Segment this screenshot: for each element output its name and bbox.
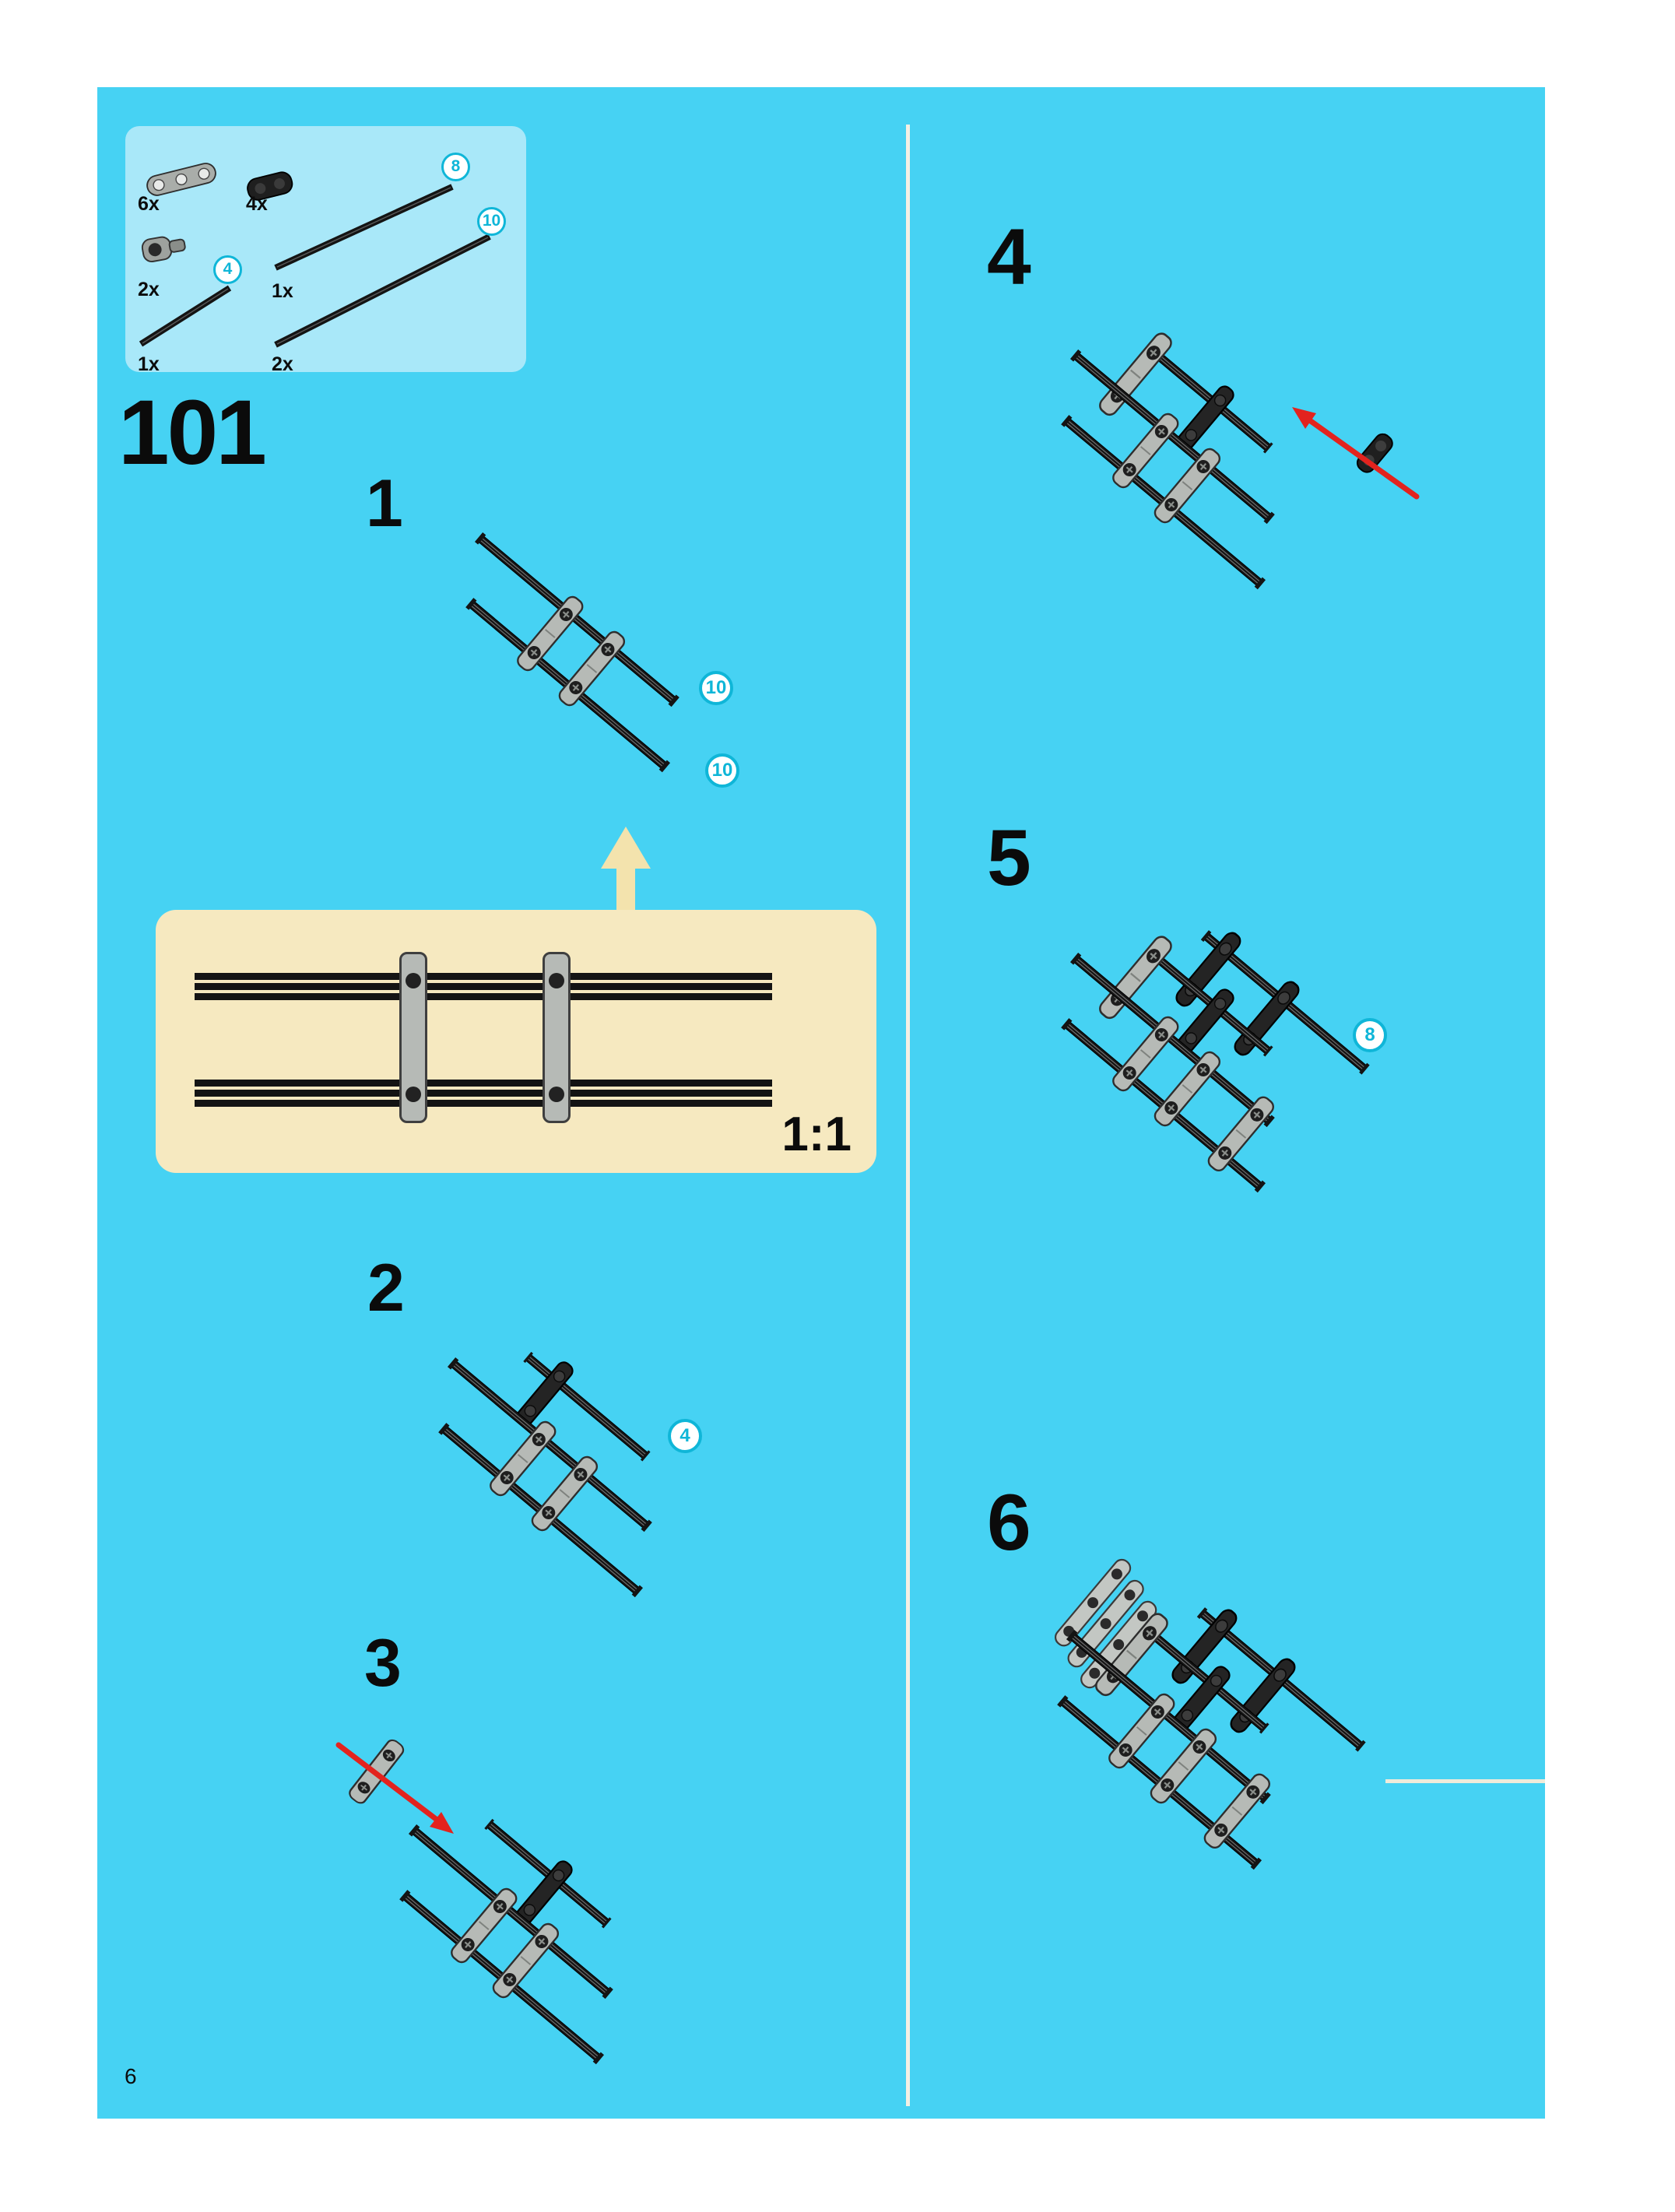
perpendicular-connector-icon xyxy=(1147,1726,1220,1806)
length-badge-8: 8 xyxy=(441,153,470,181)
part-qty-beam: 6x xyxy=(138,193,160,215)
perpendicular-connector-icon xyxy=(1151,1048,1224,1129)
perpendicular-connector-icon xyxy=(490,1920,562,2001)
perpendicular-connector-icon xyxy=(1105,1691,1178,1771)
step-3-diagram xyxy=(335,1736,613,2065)
perpendicular-connector-icon xyxy=(448,1885,521,1966)
one-to-one-scale-box: 1:1 xyxy=(156,910,876,1173)
perpendicular-connector-icon xyxy=(140,232,188,264)
step-2-diagram xyxy=(438,1351,652,1598)
step-4-diagram xyxy=(1061,329,1420,590)
substep-1-label: 1 xyxy=(366,466,403,541)
substep-3-label: 3 xyxy=(364,1626,402,1701)
perpendicular-connector-icon xyxy=(556,628,628,709)
perpendicular-connector-icon xyxy=(1205,1093,1277,1174)
insert-arrow-icon xyxy=(1292,407,1420,500)
length-badge-4: 4 xyxy=(213,255,242,284)
axle-8-icon xyxy=(274,184,454,271)
callout-badge-8: 8 xyxy=(1353,1018,1387,1052)
insert-arrow-icon xyxy=(335,1742,454,1834)
substep-5-label: 5 xyxy=(987,813,1031,902)
perpendicular-connector-icon xyxy=(514,593,587,674)
page-number: 6 xyxy=(125,2064,137,2088)
perpendicular-connector-icon xyxy=(1151,445,1224,526)
page-edge-line xyxy=(1385,1779,1545,1783)
perpendicular-connector-icon xyxy=(1109,410,1182,491)
perpendicular-connector-icon xyxy=(528,1453,601,1534)
part-qty-perp-conn: 2x xyxy=(138,279,160,300)
callout-badge-4: 4 xyxy=(668,1419,702,1453)
axle-10-icon xyxy=(274,233,491,348)
axle-4-icon xyxy=(139,285,232,347)
perpendicular-connector-icon xyxy=(486,1418,560,1499)
callout-badge-10: 10 xyxy=(699,671,733,705)
parts-callout-box: 6x 4x 2x 1x 1x 2x 8 10 4 xyxy=(125,126,526,375)
perpendicular-connector-icon xyxy=(399,952,427,1123)
scale-label: 1:1 xyxy=(781,1108,852,1161)
step-6-diagram xyxy=(1051,1555,1366,1870)
length-badge-10: 10 xyxy=(477,207,506,236)
perpendicular-connector-icon xyxy=(1109,1013,1182,1094)
axle-actual-size-icon xyxy=(195,1080,772,1110)
column-divider-line xyxy=(906,125,910,2106)
step-1-diagram xyxy=(465,532,679,773)
part-qty-axle-10: 2x xyxy=(272,353,293,375)
substep-6-label: 6 xyxy=(987,1478,1031,1567)
axle-actual-size-icon xyxy=(195,973,772,1003)
parts-illustrations xyxy=(139,160,491,348)
callout-badge-10: 10 xyxy=(705,753,739,788)
thin-beam-icon xyxy=(144,160,219,198)
perpendicular-connector-icon xyxy=(543,952,571,1123)
scale-pointer-arrow xyxy=(601,827,651,917)
step-number-101: 101 xyxy=(118,381,267,484)
perpendicular-connector-icon xyxy=(1201,1770,1273,1852)
substep-4-label: 4 xyxy=(987,212,1031,301)
part-qty-connector: 4x xyxy=(246,193,268,215)
part-qty-axle-8: 1x xyxy=(272,280,293,302)
part-qty-axle-4: 1x xyxy=(138,353,160,375)
substep-2-label: 2 xyxy=(367,1251,405,1325)
